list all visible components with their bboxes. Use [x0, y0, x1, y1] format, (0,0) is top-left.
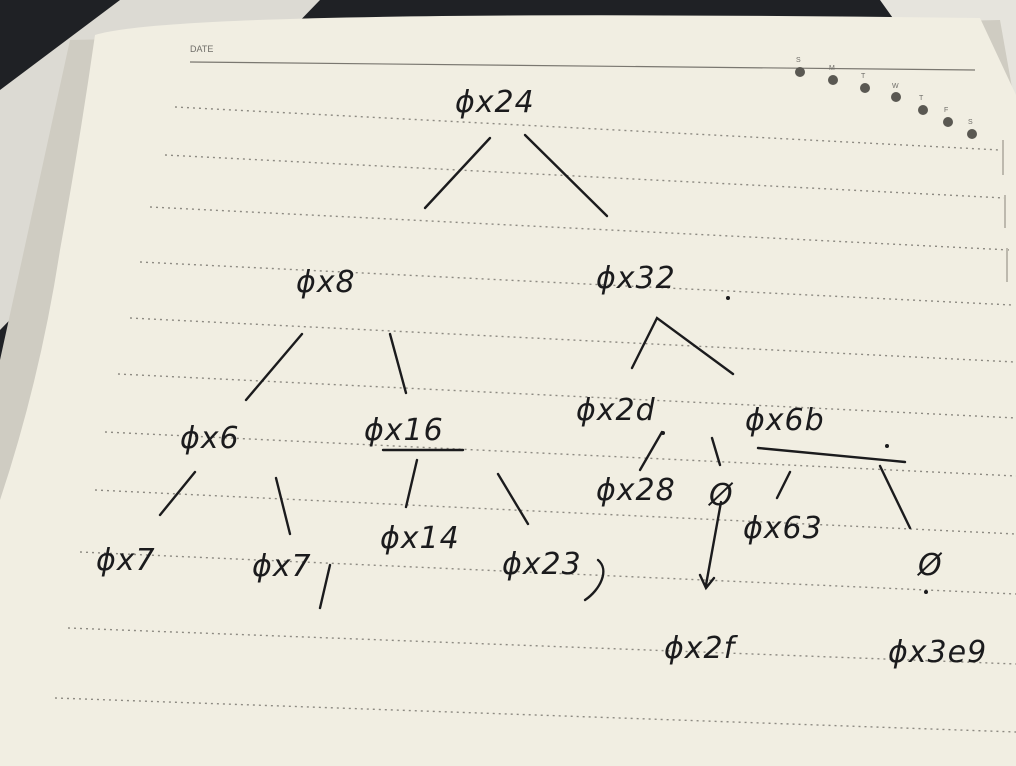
node-l2-2: ϕx2d: [576, 393, 656, 428]
node-l3-4: ϕx28: [596, 473, 676, 508]
node-l3-3: ϕx23: [502, 547, 582, 582]
node-l3-1: ϕx7: [252, 549, 312, 584]
date-line: [189, 61, 976, 71]
node-l4-0: ϕx2f: [664, 631, 739, 666]
weekday-label: S: [796, 57, 801, 64]
notebook-page: [0, 15, 1016, 766]
weekday-label: S: [968, 119, 973, 126]
ring-binding: [1002, 140, 1008, 282]
node-l3-0: ϕx7: [96, 543, 156, 578]
weekday-label: F: [944, 107, 948, 114]
node-l2-1: ϕx16: [364, 413, 444, 448]
ruled-lines: [54, 106, 1016, 733]
node-l3-5: ϕx63: [743, 511, 823, 546]
node-l1-right: ϕx32: [596, 261, 676, 296]
node-l2-0: ϕx6: [180, 421, 240, 456]
weekday-markers: S M T W T F S: [795, 57, 977, 139]
weekday-label: W: [892, 83, 899, 90]
node-l3-2: ϕx14: [380, 521, 460, 556]
ink-dots: [661, 296, 928, 594]
node-l4-1: ϕx3e9: [888, 635, 987, 670]
null-node-mark: Ø: [707, 478, 734, 513]
date-label: DATE: [190, 44, 213, 54]
node-l2-3: ϕx6b: [745, 403, 825, 438]
tree-edges: [158, 133, 912, 610]
node-l1-left: ϕx8: [296, 265, 356, 300]
weekday-label: T: [919, 95, 924, 102]
weekday-label: T: [861, 73, 866, 80]
weekday-label: M: [829, 65, 835, 72]
null-node-mark: Ø: [916, 548, 943, 583]
node-root: ϕx24: [455, 85, 535, 120]
tree-nodes: ϕx24 ϕx8 ϕx32 ϕx6 ϕx16 ϕx2d ϕx6b ϕx7 ϕx7…: [96, 85, 987, 670]
